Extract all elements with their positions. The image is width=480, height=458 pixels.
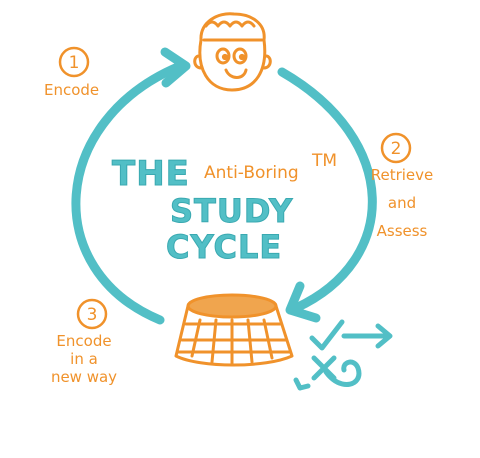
title-study: STUDY — [170, 192, 293, 230]
step-1-label: Encode — [44, 81, 99, 99]
title-cycle: CYCLE — [166, 228, 282, 266]
student-head-icon — [193, 12, 272, 92]
step-2-line-3: Assess — [377, 222, 428, 240]
arrow-right-icon — [341, 323, 393, 349]
title-the: THE — [112, 154, 190, 194]
arrow-head-to-basket — [277, 67, 377, 313]
loop-arrow-icon — [323, 359, 362, 387]
step-2-number: 2 — [391, 139, 402, 159]
arrow-encode-to-head — [71, 61, 185, 325]
step-3-line-1: Encode — [56, 332, 111, 350]
step-3-badge — [76, 298, 108, 330]
step-1-badge — [58, 46, 90, 78]
step-3: 3 Encode in a new way — [51, 298, 117, 386]
step-2-badge — [380, 132, 412, 164]
title-anti-boring: Anti-Boring — [204, 163, 299, 183]
arrowhead-head — [160, 47, 191, 88]
check-x-arrows-icon — [293, 319, 393, 391]
step-1-number: 1 — [69, 53, 80, 73]
step-2-line-2: and — [388, 194, 416, 212]
diagram-title: THE Anti-Boring TM STUDY CYCLE — [112, 151, 338, 267]
arrowhead-basket — [285, 281, 321, 323]
step-1: 1 Encode — [44, 46, 99, 99]
cycle-arrows — [71, 47, 377, 325]
check-icon — [309, 319, 345, 351]
step-3-line-2: in a — [70, 350, 98, 368]
step-2: 2 Retrieve and Assess — [371, 132, 434, 240]
step-3-line-3: new way — [51, 368, 117, 386]
title-trademark: TM — [311, 151, 337, 171]
waffle-basket-icon — [174, 293, 294, 367]
step-2-line-1: Retrieve — [371, 166, 434, 184]
step-3-number: 3 — [87, 305, 98, 325]
